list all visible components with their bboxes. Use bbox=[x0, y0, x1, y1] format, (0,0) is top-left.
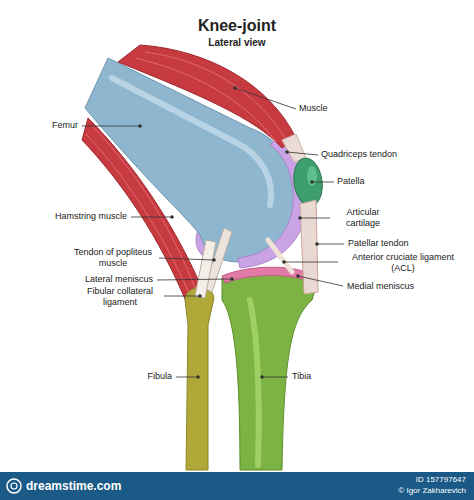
leader-line bbox=[235, 88, 296, 109]
part-label: Lateral meniscus bbox=[85, 274, 153, 285]
tibia-bone bbox=[222, 271, 318, 470]
leader-line bbox=[131, 217, 172, 218]
leader-dot bbox=[233, 86, 237, 90]
leader-line bbox=[312, 182, 334, 183]
leader-lines bbox=[82, 88, 344, 377]
leader-dot bbox=[230, 277, 234, 281]
part-label: Medial meniscus bbox=[347, 281, 414, 292]
leader-dots bbox=[138, 86, 319, 379]
part-label: Anterior cruciate ligament (ACL) bbox=[340, 252, 466, 274]
leader-line bbox=[176, 377, 198, 378]
logo-mark bbox=[7, 479, 21, 493]
muscle-striation bbox=[135, 58, 276, 142]
leader-dot bbox=[260, 375, 264, 379]
image-id: ID 157797647 bbox=[416, 475, 466, 485]
author-credit: © Igor Zakharevich bbox=[398, 486, 466, 496]
leader-dot bbox=[198, 294, 202, 298]
part-label: Fibula bbox=[147, 371, 172, 382]
part-label: Femur bbox=[52, 120, 78, 131]
leader-line bbox=[82, 126, 140, 127]
leader-line bbox=[317, 244, 344, 245]
leader-dot bbox=[138, 124, 142, 128]
leader-dot bbox=[298, 216, 302, 220]
fibula-bone bbox=[185, 287, 214, 470]
patella-highlight bbox=[307, 166, 317, 186]
part-label: Patella bbox=[337, 176, 365, 187]
leader-line bbox=[287, 152, 318, 155]
quadriceps-tendon bbox=[282, 134, 306, 162]
watermark-logo: dreamstime.com bbox=[26, 479, 121, 493]
leader-dot bbox=[212, 258, 216, 262]
leader-dot bbox=[296, 274, 300, 278]
leader-line bbox=[300, 218, 330, 219]
leader-dot bbox=[285, 150, 289, 154]
diagram-title: Knee-joint bbox=[0, 16, 474, 35]
part-label: Tibia bbox=[292, 371, 311, 382]
acl-ligament bbox=[268, 240, 292, 272]
part-label: Muscle bbox=[299, 103, 328, 114]
part-label: Quadriceps tendon bbox=[321, 149, 397, 160]
logo-mark bbox=[11, 483, 17, 489]
leader-line bbox=[159, 258, 214, 260]
part-label: Tendon of popliteus muscle bbox=[71, 247, 155, 269]
leader-line bbox=[284, 262, 338, 263]
leader-dot bbox=[315, 242, 319, 246]
leader-line bbox=[262, 377, 288, 378]
collateral-ligament bbox=[195, 240, 216, 298]
leader-dot bbox=[196, 375, 200, 379]
footer-bar bbox=[0, 472, 474, 500]
leader-line bbox=[164, 296, 200, 297]
quadriceps-muscle bbox=[118, 45, 296, 148]
part-label: Patellar tendon bbox=[348, 238, 409, 249]
leader-dot bbox=[282, 260, 286, 264]
muscle-striation bbox=[145, 52, 285, 138]
leader-line bbox=[298, 276, 343, 286]
part-label: Fibular collateral ligament bbox=[80, 286, 160, 308]
leader-dot bbox=[310, 180, 314, 184]
leader-dot bbox=[170, 215, 174, 219]
tibia-highlight bbox=[250, 300, 259, 465]
part-label: Articular cartilage bbox=[332, 207, 394, 229]
subtitle: Lateral view bbox=[177, 37, 297, 49]
part-label: Hamstring muscle bbox=[55, 211, 127, 222]
leader-line bbox=[157, 279, 232, 280]
